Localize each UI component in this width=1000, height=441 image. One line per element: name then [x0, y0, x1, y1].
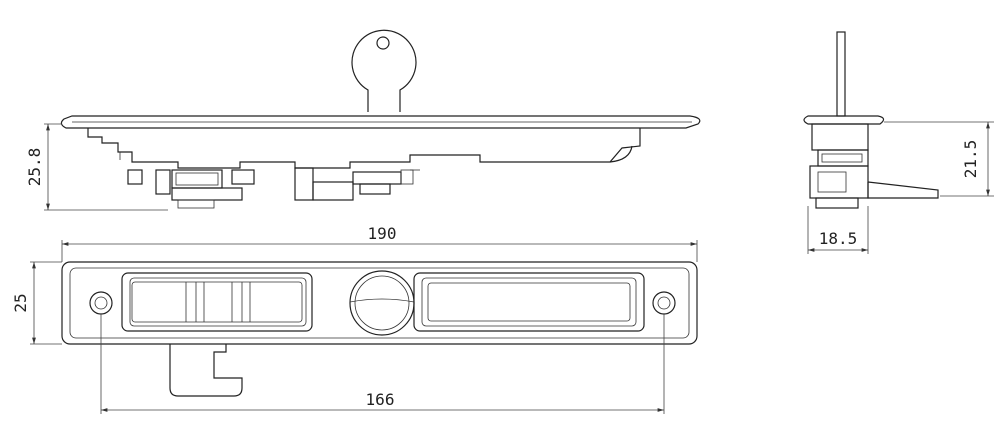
front-elevation-view: 25.8: [25, 29, 701, 211]
lock-body: [87, 128, 641, 209]
hole-spacing-dimension-166: 166: [100, 314, 665, 414]
dimension-label-190: 190: [368, 224, 397, 243]
mounting-hole-right: [652, 291, 676, 315]
plate-height-dimension-25: 25: [11, 261, 62, 345]
lock-plate-outline: [61, 261, 698, 345]
slider-window-right: [413, 272, 645, 332]
height-dimension-25-8: 25.8: [25, 123, 168, 211]
side-lock-body: [809, 123, 939, 209]
side-depth-dimension-18-5: 18.5: [807, 206, 869, 254]
dimension-label-166: 166: [366, 390, 395, 409]
slider-window-left: [121, 272, 313, 332]
dimension-label-21-5: 21.5: [961, 140, 980, 179]
side-face-plate: [803, 115, 885, 125]
side-view: 21.5 18.5: [803, 31, 994, 254]
plan-view: 190: [11, 224, 698, 414]
face-plate: [60, 115, 701, 129]
side-height-dimension-21-5: 21.5: [884, 121, 994, 197]
dimension-label-18-5: 18.5: [819, 229, 858, 248]
key-cylinder: [349, 270, 415, 336]
overall-length-dimension-190: 190: [61, 224, 698, 262]
key-handle: [351, 29, 417, 112]
mounting-hole-left: [89, 291, 113, 315]
dimension-label-25: 25: [11, 293, 30, 312]
latch-hook: [169, 344, 243, 397]
dimension-label-25-8: 25.8: [25, 148, 44, 187]
side-key-stem: [836, 31, 846, 117]
